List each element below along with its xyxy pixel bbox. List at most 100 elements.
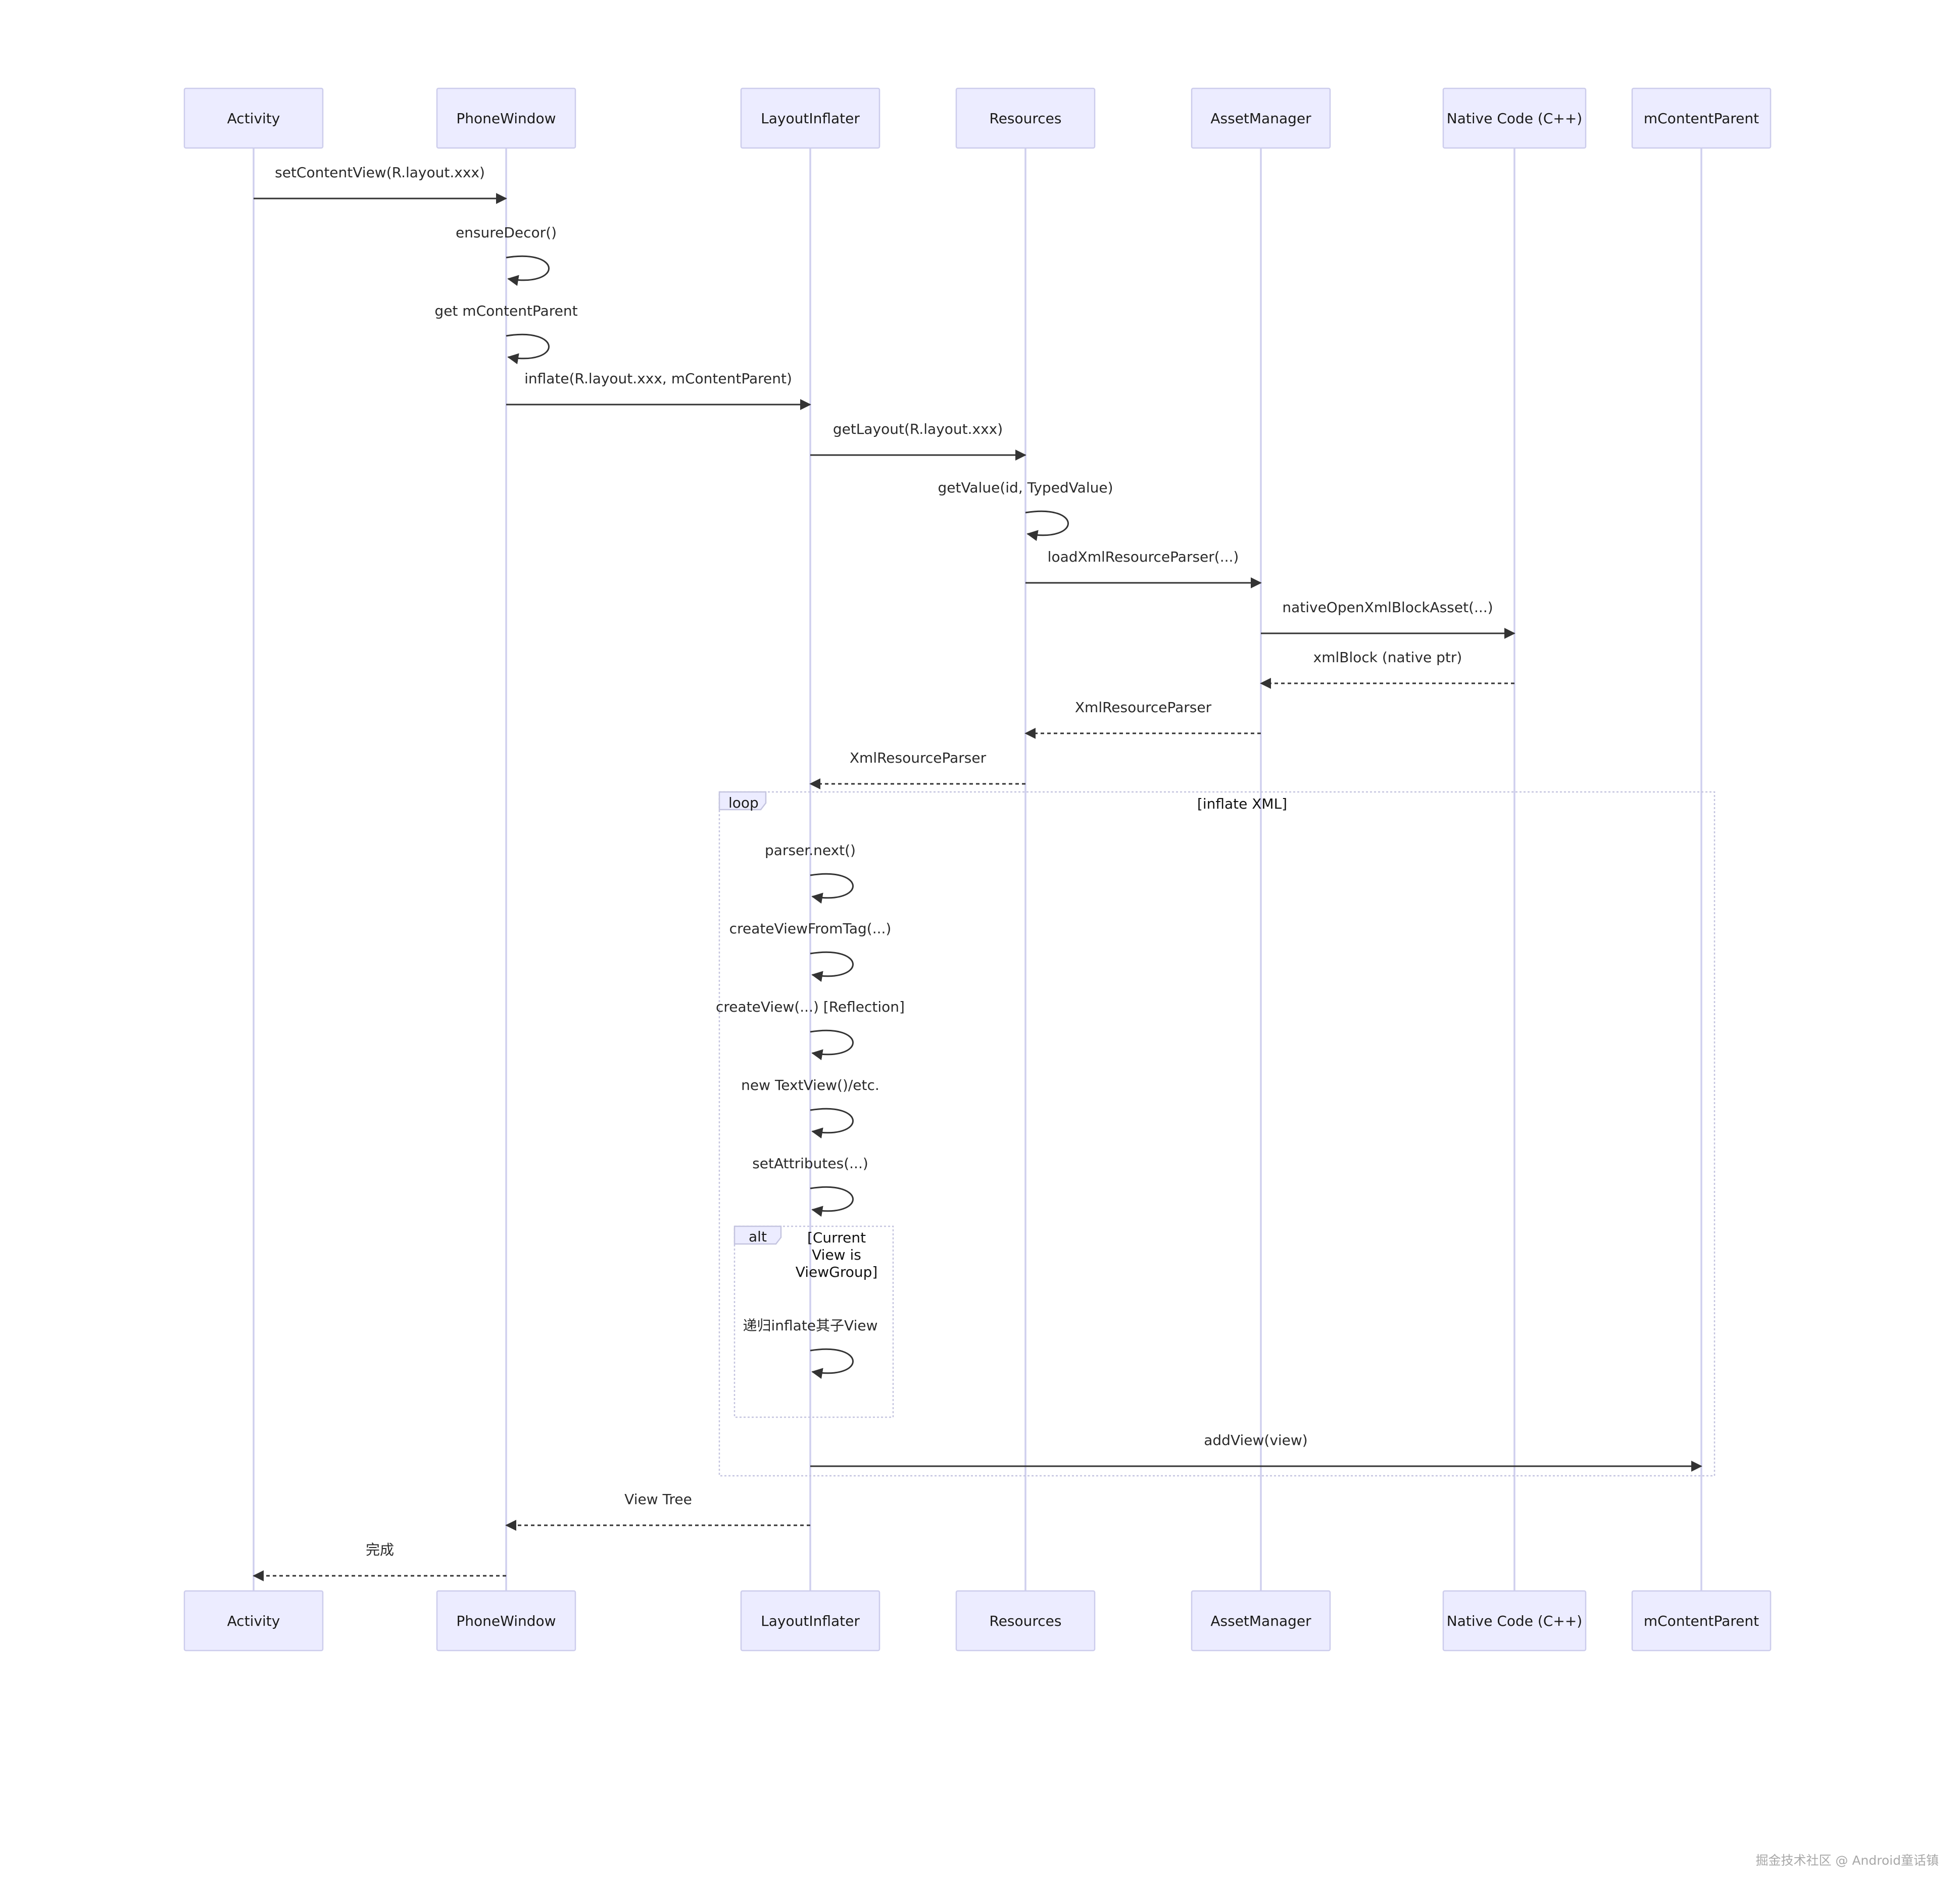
message-13: createViewFromTag(...) bbox=[729, 920, 892, 982]
loop-condition: [inflate XML] bbox=[1197, 795, 1287, 812]
self-message-arrow bbox=[810, 1348, 854, 1379]
actor-label: LayoutInflater bbox=[761, 110, 860, 127]
message-3: get mContentParent bbox=[434, 303, 578, 365]
message-label: setAttributes(...) bbox=[752, 1155, 868, 1172]
actor-box bbox=[1631, 1590, 1772, 1652]
actor-label: Native Code (C++) bbox=[1447, 110, 1582, 127]
message-label: 递归inflate其子View bbox=[743, 1317, 878, 1334]
message-19: View Tree bbox=[505, 1491, 810, 1531]
actor-native-bottom: Native Code (C++) bbox=[1442, 1590, 1587, 1652]
actor-resources-top: Resources bbox=[955, 87, 1096, 149]
actor-label: AssetManager bbox=[1210, 1613, 1311, 1629]
actor-label: PhoneWindow bbox=[456, 110, 556, 127]
actor-assetmanager-top: AssetManager bbox=[1191, 87, 1331, 149]
alt-tag-label: alt bbox=[749, 1228, 767, 1245]
actor-box bbox=[183, 87, 324, 149]
actor-box bbox=[955, 87, 1096, 149]
message-label: parser.next() bbox=[765, 842, 856, 859]
actor-assetmanager-bottom: AssetManager bbox=[1191, 1590, 1331, 1652]
actor-box bbox=[436, 87, 576, 149]
self-message-arrow bbox=[810, 873, 854, 904]
message-label: setContentView(R.layout.xxx) bbox=[275, 164, 485, 181]
actor-mcontentparent-bottom: mContentParent bbox=[1631, 1590, 1772, 1652]
message-label: XmlResourceParser bbox=[850, 750, 987, 766]
message-11: XmlResourceParser bbox=[809, 750, 1025, 789]
actor-label: Resources bbox=[990, 1613, 1062, 1629]
self-message-arrow bbox=[810, 1108, 854, 1139]
actor-phonewindow-bottom: PhoneWindow bbox=[436, 1590, 576, 1652]
message-2: ensureDecor() bbox=[456, 224, 557, 286]
alt-condition-line: [Current bbox=[807, 1229, 866, 1246]
actor-label: Activity bbox=[227, 1613, 280, 1629]
alt-condition-line: View is bbox=[812, 1246, 861, 1263]
message-16: setAttributes(...) bbox=[752, 1155, 868, 1217]
actor-activity-bottom: Activity bbox=[183, 1590, 324, 1652]
actor-label: AssetManager bbox=[1210, 110, 1311, 127]
message-5: getLayout(R.layout.xxx) bbox=[810, 421, 1026, 461]
actor-box bbox=[1442, 87, 1587, 149]
message-12: parser.next() bbox=[765, 842, 856, 904]
loop-frame: loop [inflate XML] bbox=[718, 791, 1716, 1477]
self-message-arrow bbox=[810, 1029, 854, 1061]
message-18: addView(view) bbox=[810, 1432, 1702, 1472]
message-label: getValue(id, TypedValue) bbox=[938, 479, 1113, 496]
actor-label: PhoneWindow bbox=[456, 1613, 556, 1629]
self-message-arrow bbox=[506, 333, 550, 365]
message-15: new TextView()/etc. bbox=[741, 1077, 879, 1139]
actor-resources-bottom: Resources bbox=[955, 1590, 1096, 1652]
actor-label: LayoutInflater bbox=[761, 1613, 860, 1629]
message-label: View Tree bbox=[624, 1491, 692, 1508]
self-message-arrow bbox=[810, 951, 854, 982]
message-7: loadXmlResourceParser(...) bbox=[1025, 548, 1262, 588]
actor-box bbox=[1191, 1590, 1331, 1652]
actor-layoutinflater-top: LayoutInflater bbox=[740, 87, 880, 149]
watermark: 掘金技术社区 @ Android童话镇 bbox=[1755, 1853, 1939, 1868]
actor-label: Resources bbox=[990, 110, 1062, 127]
actor-label: mContentParent bbox=[1644, 1613, 1759, 1629]
self-message-arrow bbox=[810, 1186, 854, 1217]
actor-box bbox=[1631, 87, 1772, 149]
message-14: createView(...) [Reflection] bbox=[716, 999, 905, 1061]
loop-tag-label: loop bbox=[728, 794, 759, 811]
actor-box bbox=[740, 87, 880, 149]
message-1: setContentView(R.layout.xxx) bbox=[254, 164, 507, 204]
loop-tag bbox=[718, 791, 767, 811]
actor-phonewindow-top: PhoneWindow bbox=[436, 87, 576, 149]
message-20: 完成 bbox=[253, 1541, 506, 1581]
actor-label: Native Code (C++) bbox=[1447, 1613, 1582, 1629]
message-label: xmlBlock (native ptr) bbox=[1313, 649, 1462, 666]
actor-label: Activity bbox=[227, 110, 280, 127]
actor-layoutinflater-bottom: LayoutInflater bbox=[740, 1590, 880, 1652]
message-17: 递归inflate其子View bbox=[743, 1317, 878, 1379]
message-9: xmlBlock (native ptr) bbox=[1260, 649, 1514, 689]
self-message-arrow bbox=[1025, 510, 1069, 541]
message-10: XmlResourceParser bbox=[1024, 699, 1261, 739]
actor-mcontentparent-top: mContentParent bbox=[1631, 87, 1772, 149]
message-label: 完成 bbox=[366, 1541, 394, 1558]
alt-frame-border bbox=[733, 1225, 894, 1418]
message-label: get mContentParent bbox=[434, 303, 577, 319]
alt-tag bbox=[733, 1225, 782, 1245]
actor-box bbox=[436, 1590, 576, 1652]
message-label: addView(view) bbox=[1204, 1432, 1307, 1449]
actor-box bbox=[1442, 1590, 1587, 1652]
message-label: inflate(R.layout.xxx, mContentParent) bbox=[524, 370, 792, 387]
actor-box bbox=[183, 1590, 324, 1652]
actor-activity-top: Activity bbox=[183, 87, 324, 149]
message-label: XmlResourceParser bbox=[1075, 699, 1212, 716]
actor-native-top: Native Code (C++) bbox=[1442, 87, 1587, 149]
message-6: getValue(id, TypedValue) bbox=[938, 479, 1113, 541]
message-label: createViewFromTag(...) bbox=[729, 920, 892, 937]
loop-frame-border bbox=[718, 791, 1716, 1477]
actor-box bbox=[740, 1590, 880, 1652]
message-label: ensureDecor() bbox=[456, 224, 557, 241]
alt-condition-line: ViewGroup] bbox=[796, 1264, 878, 1280]
message-4: inflate(R.layout.xxx, mContentParent) bbox=[506, 370, 811, 410]
actor-label: mContentParent bbox=[1644, 110, 1759, 127]
actor-box bbox=[1191, 87, 1331, 149]
message-label: getLayout(R.layout.xxx) bbox=[833, 421, 1003, 437]
self-message-arrow bbox=[506, 255, 550, 286]
message-label: createView(...) [Reflection] bbox=[716, 999, 905, 1015]
